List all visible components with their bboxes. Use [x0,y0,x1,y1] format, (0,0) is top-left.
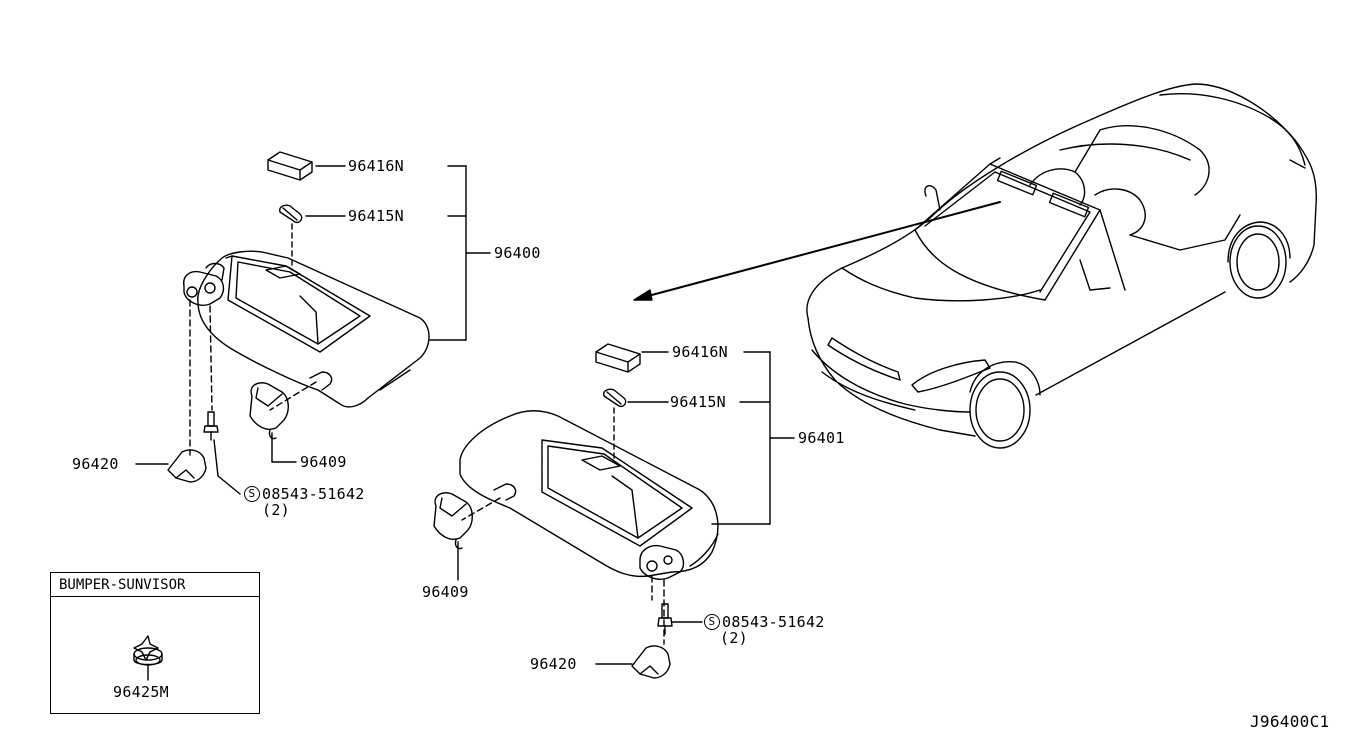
bumper-sunvisor-inset: BUMPER-SUNVISOR [50,572,260,714]
left-holder-label: 96409 [300,453,347,471]
left-cover-label: 96420 [72,455,119,473]
diagram-code: J96400C1 [1250,712,1330,731]
right-vanity-lid-label: 96416N [672,343,728,361]
right-sunvisor-label: 96401 [798,429,845,447]
bumper-sunvisor-drawing [133,635,163,681]
right-lamp-bulb-label: 96415N [670,393,726,411]
left-sunvisor-label: 96400 [494,244,541,262]
inset-part-label: 96425M [113,683,169,701]
right-screw-qty: (2) [720,629,748,647]
left-screw-number: 08543-51642 [262,485,365,503]
right-screw-number: 08543-51642 [722,613,825,631]
pointer-arrow [633,201,1001,301]
screw-symbol-icon: S [244,485,260,502]
inset-title: BUMPER-SUNVISOR [51,573,259,597]
left-screw-qty: (2) [262,501,290,519]
left-vanity-lid-label: 96416N [348,157,404,175]
right-cover-label: 96420 [530,655,577,673]
left-sunvisor-assembly [135,151,491,495]
right-holder-label: 96409 [422,583,469,601]
screw-symbol-icon: S [704,613,720,630]
right-sunvisor-assembly [433,343,795,679]
car-illustration [806,83,1318,449]
left-lamp-bulb-label: 96415N [348,207,404,225]
